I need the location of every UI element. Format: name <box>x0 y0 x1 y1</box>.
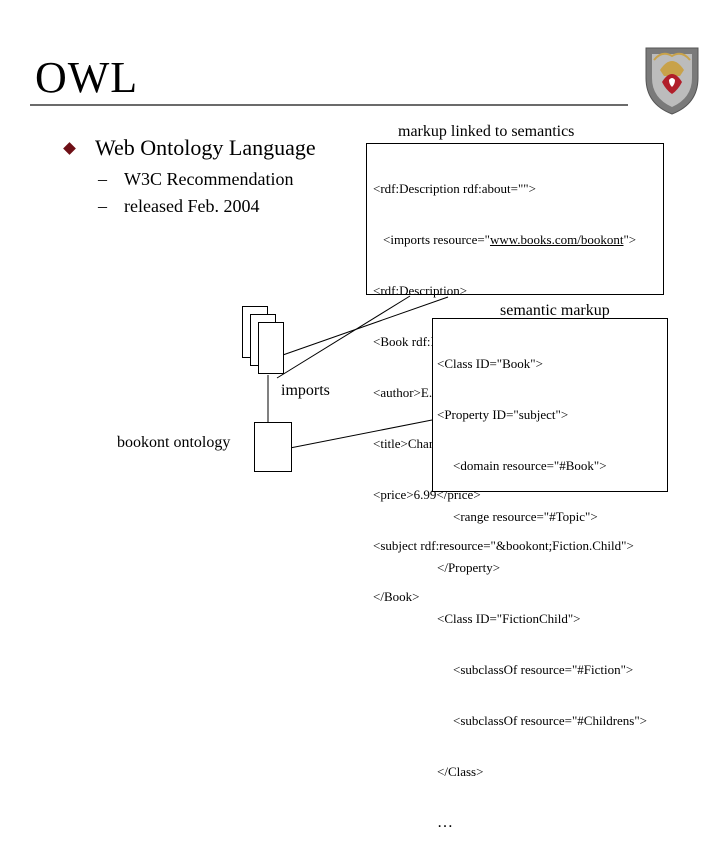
ontology-label: bookont ontology <box>117 434 231 451</box>
semantic-line: <Class ID="FictionChild"> <box>437 611 581 626</box>
bookont-link[interactable]: www.books.com/bookont <box>489 232 624 247</box>
sub-item-text: released Feb. 2004 <box>124 196 260 216</box>
line-to-semantic <box>289 419 433 449</box>
semantic-line: <range resource="#Topic"> <box>453 509 598 524</box>
markup-line-imports: <imports resource="www.books.com/bookont… <box>383 232 637 247</box>
markup-line: <rdf:Description rdf:about=""> <box>373 181 536 196</box>
title-rule <box>30 104 628 106</box>
slide-title: OWL <box>35 53 139 102</box>
semantic-line: <subclassOf resource="#Childrens"> <box>453 713 647 728</box>
line-to-markup-bottom <box>276 295 411 379</box>
markup-box: <rdf:Description rdf:about=""> <imports … <box>366 143 664 604</box>
sub-item-released: –released Feb. 2004 <box>98 194 259 218</box>
semantic-line: </Property> <box>437 560 501 575</box>
document-page-front <box>258 322 284 374</box>
line-to-markup-top <box>279 296 449 357</box>
markup-caption: markup linked to semantics <box>398 123 575 140</box>
semantic-line: <subclassOf resource="#Fiction"> <box>453 662 634 677</box>
sub-item-text: W3C Recommendation <box>124 169 294 189</box>
dash-marker: – <box>98 169 107 189</box>
crest-logo-icon <box>632 30 712 120</box>
bullet-web-ontology-language: Web Ontology Language <box>95 135 316 160</box>
semantic-line: </Class> <box>437 764 484 779</box>
semantic-line: <domain resource="#Book"> <box>453 458 607 473</box>
semantic-box: <Class ID="Book"> <Property ID="subject"… <box>432 318 668 831</box>
connector-lines <box>267 295 449 449</box>
semantic-ellipsis: … <box>437 814 453 831</box>
sub-item-w3c: –W3C Recommendation <box>98 167 293 191</box>
markup-line: </Book> <box>373 589 420 604</box>
semantic-line: <Class ID="Book"> <box>437 356 543 371</box>
dash-marker: – <box>98 196 107 216</box>
markup-line: <rdf:Description> <box>373 283 468 298</box>
imports-label: imports <box>281 382 330 399</box>
semantic-caption: semantic markup <box>500 302 610 319</box>
semantic-line: <Property ID="subject"> <box>437 407 569 422</box>
ontology-document <box>254 422 292 472</box>
